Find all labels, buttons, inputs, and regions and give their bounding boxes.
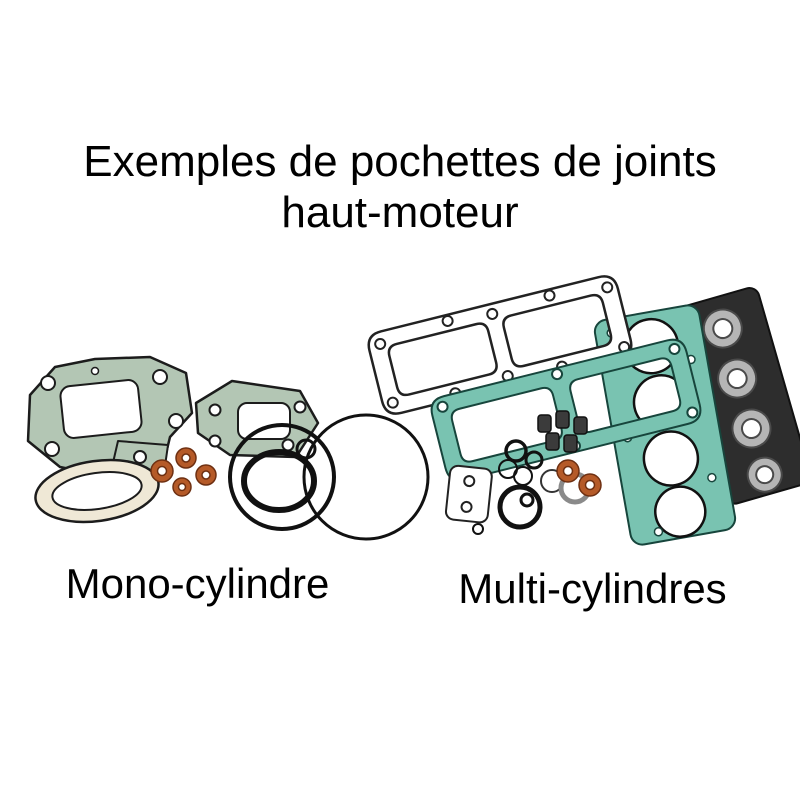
cylinder-base-gasket [26, 355, 194, 481]
page-title-line1: Exemples de pochettes de joints [83, 137, 717, 186]
oil-seal [497, 484, 543, 530]
small-gasket-plate [444, 464, 493, 524]
multi-cylinder-gasket-set [367, 275, 800, 546]
copper-washers [150, 447, 217, 497]
label-multi-cylinder: Multi-cylindres [458, 565, 727, 612]
page-title: Exemples de pochettes de joints haut-mot… [0, 136, 800, 238]
o-ring-double [228, 423, 336, 531]
mono-cylinder-gasket-set [26, 355, 430, 541]
o-ring-large [302, 413, 430, 541]
label-mono-cylinder: Mono-cylindre [65, 560, 330, 607]
gasket-kits-illustration [26, 275, 800, 546]
paper-gasket [34, 458, 160, 524]
black-head-gasket [673, 287, 800, 505]
valve-stem-seals [537, 410, 588, 453]
tiny-o-ring [472, 523, 484, 535]
head-gasket-small [194, 379, 320, 459]
page-title-line2: haut-moteur [281, 188, 519, 238]
washers [540, 459, 602, 505]
